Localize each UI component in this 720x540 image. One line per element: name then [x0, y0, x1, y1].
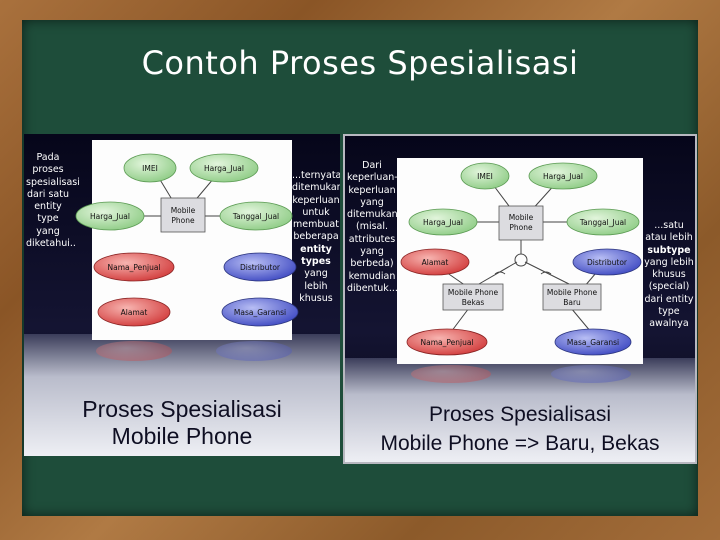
left-attr-harga-jual-top: [189, 153, 259, 183]
right-reflection: [411, 365, 631, 383]
left-diagram-panel: IMEI Harga_Jual Harga_Jual Mobile Phone …: [24, 134, 340, 456]
right-attr-distributor: [572, 248, 642, 276]
left-caption-line1: Proses Spesialisasi: [82, 396, 282, 422]
left-attr-distributor-label: Distributor: [240, 263, 281, 272]
left-attr-harga-jual-left: [75, 201, 145, 231]
left-side-note-right-2: entity types: [300, 243, 332, 268]
right-entity-mobile-phone-line1: Mobile: [509, 213, 534, 222]
left-diagram-svg: IMEI Harga_Jual Harga_Jual Mobile Phone …: [24, 134, 340, 456]
right-attr-harga-jual-left-label: Harga_Jual: [423, 218, 463, 227]
right-attr-masa-garansi: [554, 328, 632, 356]
right-subtype-baru: [542, 283, 602, 311]
right-attr-harga-jual-top: [528, 162, 598, 190]
left-caption-line2: Mobile Phone: [111, 423, 253, 449]
left-attr-tanggal-jual: [219, 201, 293, 231]
left-attr-alamat: [97, 297, 171, 327]
right-attr-harga-jual-top-label: Harga_Jual: [543, 172, 583, 181]
right-attr-distributor-label: Distributor: [587, 258, 628, 267]
chalkboard: Contoh Proses Spesialisasi: [22, 20, 698, 516]
right-attr-alamat-label: Alamat: [422, 258, 449, 267]
left-attr-alamat-label: Alamat: [121, 308, 148, 317]
left-attr-distributor: [223, 252, 297, 282]
left-entity-mobile-phone-line1: Mobile: [171, 206, 196, 215]
slide-title: Contoh Proses Spesialisasi: [141, 44, 579, 82]
right-side-note-right-3: yang lebih khusus (special) dari entity …: [644, 256, 694, 330]
right-attr-alamat: [400, 248, 470, 276]
right-subtype-baru-line1: Mobile Phone: [547, 288, 598, 297]
right-caption-line1: Proses Spesialisasi: [428, 403, 612, 426]
left-attr-nama-penjual-label: Nama_Penjual: [108, 263, 161, 272]
right-subtype-baru-line2: Baru: [563, 298, 581, 307]
right-diagram-svg: IMEI Harga_Jual Harga_Jual Mobile Phone …: [345, 136, 695, 462]
right-attr-imei-label: IMEI: [477, 172, 493, 181]
left-attr-harga-jual-left-label: Harga_Jual: [90, 212, 130, 221]
left-reflection: [96, 341, 292, 361]
right-subtype-bekas-line1: Mobile Phone: [448, 288, 499, 297]
left-side-note-right-1: ...ternyata ditemukan keperluan untuk me…: [292, 170, 340, 243]
right-entity-mobile-phone: [498, 205, 544, 241]
right-diagram-panel: IMEI Harga_Jual Harga_Jual Mobile Phone …: [343, 134, 697, 464]
right-attr-imei: [460, 162, 510, 190]
right-caption: Proses Spesialisasi Mobile Phone => Baru…: [345, 400, 695, 458]
right-attr-tanggal-jual: [566, 208, 640, 236]
left-side-note-right-3: yang lebih khusus: [299, 268, 333, 304]
right-side-note-right-2: subtype: [647, 244, 691, 256]
left-entity-mobile-phone-line2: Phone: [171, 216, 195, 225]
left-side-note: Pada proses spesialisasi dari satu entit…: [26, 152, 80, 250]
left-attr-nama-penjual: [93, 252, 175, 282]
left-attr-imei: [123, 153, 177, 183]
right-attr-nama-penjual-label: Nama_Penjual: [421, 338, 474, 347]
right-caption-line2: Mobile Phone => Baru, Bekas: [380, 432, 660, 455]
right-attr-nama-penjual: [406, 328, 488, 356]
left-attr-imei-label: IMEI: [142, 164, 158, 173]
right-attr-harga-jual-left: [408, 208, 478, 236]
right-attr-tanggal-jual-label: Tanggal_Jual: [579, 218, 626, 227]
right-attr-masa-garansi-label: Masa_Garansi: [567, 338, 619, 347]
right-entity-mobile-phone-line2: Phone: [509, 223, 533, 232]
left-attr-masa-garansi-label: Masa_Garansi: [234, 308, 286, 317]
left-attr-masa-garansi: [221, 297, 299, 327]
right-side-note-right: ...satu atau lebih subtype yang lebih kh…: [643, 220, 695, 331]
right-subtype-bekas-line2: Bekas: [462, 298, 485, 307]
right-side-note-left: Dari keperluan-keperluan yang ditemukan,…: [347, 160, 401, 294]
left-attr-tanggal-jual-label: Tanggal_Jual: [232, 212, 279, 221]
left-entity-mobile-phone: [160, 197, 206, 233]
left-caption: Proses Spesialisasi Mobile Phone: [24, 396, 340, 450]
left-attr-harga-jual-top-label: Harga_Jual: [204, 164, 244, 173]
left-side-note-right: ...ternyata ditemukan keperluan untuk me…: [292, 170, 340, 305]
right-side-note-right-1: ...satu atau lebih: [645, 220, 693, 244]
right-subtype-bekas: [442, 283, 504, 311]
